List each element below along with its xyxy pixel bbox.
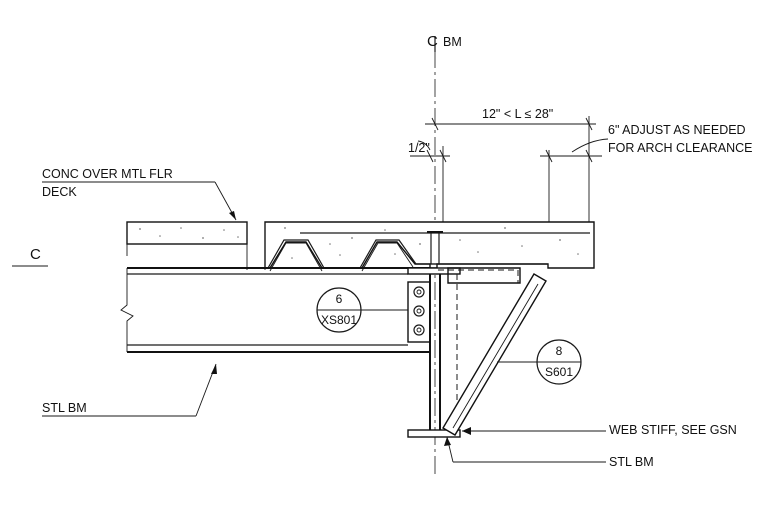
kicker-brace xyxy=(442,267,547,436)
centerline-label: BM xyxy=(443,35,462,49)
conc-label-line2: DECK xyxy=(42,185,77,199)
web-stiff-leader xyxy=(462,427,606,435)
concrete-speckles xyxy=(139,227,579,259)
conc-leader xyxy=(42,181,237,221)
left-steel-beam xyxy=(120,267,430,353)
adjust-text-line1: 6" ADJUST AS NEEDED xyxy=(608,123,746,137)
shear-tab-plate xyxy=(407,281,431,343)
concrete-slab-left xyxy=(126,221,248,245)
callout-6-sheet: XS801 xyxy=(321,313,357,327)
bolt-group xyxy=(413,286,425,336)
centerline-symbol: C xyxy=(427,33,438,52)
half-inch-text: 1/2" xyxy=(408,141,430,155)
callout-8-sheet: S601 xyxy=(545,365,573,379)
section-marker: C xyxy=(30,246,41,263)
callout-8-number: 8 xyxy=(556,344,563,358)
detail-callout-8[interactable]: 8 S601 xyxy=(497,339,582,385)
adjust-dimension xyxy=(540,138,609,228)
length-dimension xyxy=(425,116,596,228)
stl-bm-left-leader xyxy=(42,363,217,417)
svg-text:C: C xyxy=(427,33,438,50)
web-stiff-label: WEB STIFF, SEE GSN xyxy=(609,423,737,437)
callout-6-number: 6 xyxy=(336,292,343,306)
length-dimension-text: 12" < L ≤ 28" xyxy=(482,107,553,121)
adjust-text-line2: FOR ARCH CLEARANCE xyxy=(608,141,752,155)
detail-callout-6[interactable]: 6 XS801 xyxy=(316,287,408,333)
stl-bm-bottom-leader xyxy=(444,436,606,463)
concrete-slab-right xyxy=(264,221,595,269)
half-inch-dimension xyxy=(410,140,450,228)
stl-bm-left-label: STL BM xyxy=(42,401,87,415)
conc-label-line1: CONC OVER MTL FLR xyxy=(42,167,173,181)
girder-section xyxy=(407,267,461,438)
stl-bm-bottom-label: STL BM xyxy=(609,455,654,469)
